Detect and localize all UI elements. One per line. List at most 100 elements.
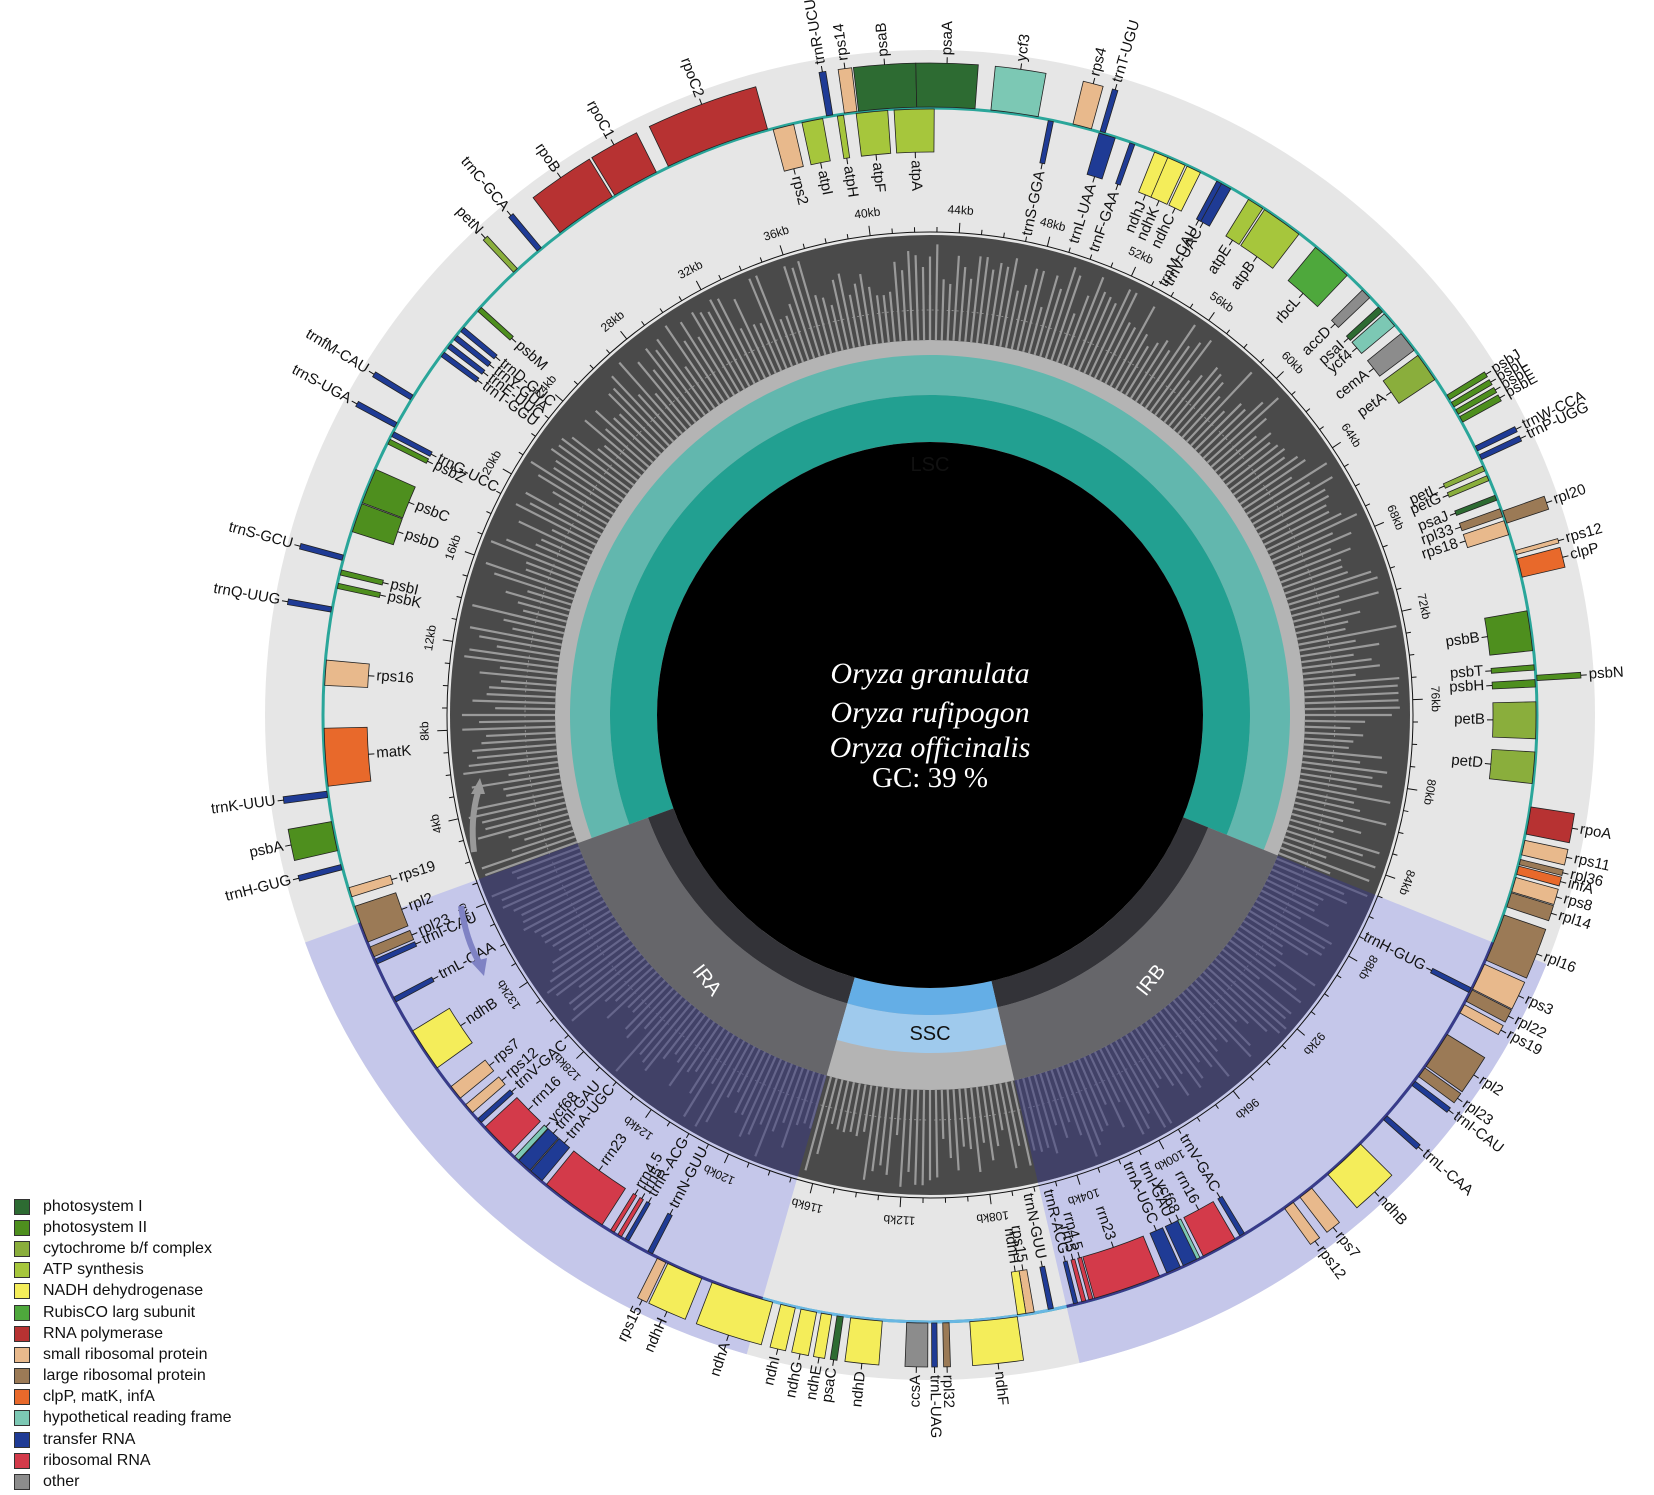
- gc-bar: [1298, 784, 1391, 804]
- gene-label: rps16: [376, 667, 415, 687]
- gene-leader: [1153, 1224, 1157, 1231]
- legend-label: ribosomal RNA: [43, 1451, 151, 1469]
- gc-bar: [1202, 401, 1264, 460]
- gene-label: rpl16: [1541, 948, 1578, 976]
- gc-bar: [1109, 306, 1156, 387]
- gc-bar: [525, 568, 578, 590]
- gene-block: [837, 67, 858, 114]
- scale-tick: [989, 1194, 992, 1205]
- gc-bar: [1177, 381, 1224, 435]
- gene-leader: [846, 158, 849, 165]
- scale-tick: [1355, 483, 1360, 487]
- scale-tick: [1046, 236, 1051, 247]
- scale-tick: [868, 225, 871, 236]
- gene-label: matK: [376, 742, 412, 761]
- gc-bar: [508, 818, 571, 839]
- gc-bar: [1088, 289, 1132, 377]
- gc-bar: [821, 297, 838, 353]
- gc-bar: [1292, 608, 1342, 623]
- scale-tick: [1319, 426, 1324, 430]
- ira-inner-band: [648, 808, 855, 1004]
- scale-tick: [1407, 788, 1418, 791]
- gc-bar: [733, 298, 772, 377]
- gene-leader: [875, 154, 878, 161]
- scale-tick: [1055, 1181, 1058, 1187]
- legend-item: ribosomal RNA: [14, 1450, 232, 1471]
- gene-leader: [1077, 1251, 1080, 1258]
- gene-block: [1099, 88, 1119, 134]
- gene-leader: [1330, 323, 1336, 329]
- gene-leader: [1351, 347, 1358, 353]
- scale-tick: [1336, 974, 1342, 979]
- scale-tick: [448, 818, 459, 822]
- gene-leader: [1484, 763, 1491, 765]
- gene-label: trnT-UGU: [1109, 18, 1144, 84]
- scale-tick: [1097, 1167, 1101, 1173]
- gene-leader: [860, 1363, 863, 1370]
- kb-label: 80kb: [1421, 778, 1439, 806]
- gene-block: [518, 1128, 559, 1171]
- gene-leader: [528, 1105, 534, 1110]
- gene-leader: [1021, 1264, 1024, 1271]
- legend-swatch: [14, 1346, 30, 1363]
- gc-bar: [517, 601, 569, 618]
- gc-bar: [779, 318, 799, 365]
- gc-bar: [952, 255, 960, 341]
- scale-tick: [544, 414, 550, 419]
- gc-bar: [853, 283, 867, 346]
- gene-block: [1062, 1260, 1079, 1305]
- gene-block: [508, 213, 542, 252]
- gene-block: [348, 874, 394, 898]
- legend-label: clpP, matK, infA: [43, 1388, 155, 1406]
- gc-bar: [683, 340, 726, 403]
- scale-tick: [1344, 463, 1349, 468]
- gc-bar: [485, 561, 576, 595]
- gene-leader: [495, 356, 501, 362]
- gc-bar: [1190, 410, 1226, 447]
- gene-block: [1418, 1067, 1462, 1104]
- gc-bar: [476, 789, 564, 811]
- scale-tick: [1324, 993, 1329, 997]
- gc-bar: [958, 266, 967, 342]
- arrow-up-icon: [469, 791, 481, 853]
- gene-block: [387, 438, 430, 464]
- legend-label: small ribosomal protein: [43, 1345, 208, 1363]
- gc-bar: [1246, 462, 1328, 515]
- gc-bar: [1149, 342, 1202, 413]
- gc-bar: [946, 283, 952, 341]
- scale-tick: [1260, 358, 1265, 364]
- scale-tick: [899, 1197, 902, 1208]
- gc-bar: [553, 466, 618, 511]
- ira-shading: [305, 843, 827, 1355]
- region-label-lsc: LSC: [911, 454, 950, 476]
- gc-bar: [1304, 706, 1400, 711]
- gene-block: [1115, 142, 1136, 186]
- gc-bar: [555, 459, 621, 506]
- gc-bar: [1295, 795, 1361, 813]
- gene-block: [1351, 313, 1396, 355]
- gene-leader: [552, 1128, 558, 1134]
- scale-tick: [1385, 874, 1396, 879]
- legend-label: RubisCO larg subunit: [43, 1303, 196, 1321]
- gc-bar: [618, 413, 662, 455]
- gc-bar: [981, 1086, 995, 1161]
- gc-bar: [476, 749, 557, 759]
- region-label-ssc: SSC: [909, 1023, 950, 1045]
- gene-block: [412, 1007, 473, 1069]
- gc-bar: [462, 725, 556, 731]
- gene-block: [1472, 963, 1526, 1010]
- scale-tick: [802, 243, 805, 249]
- scale-tick: [1368, 915, 1374, 919]
- gene-label: atpA: [908, 160, 926, 191]
- gene-leader: [430, 453, 437, 458]
- gc-bar: [1291, 591, 1379, 618]
- gene-label: psbH: [1449, 677, 1485, 696]
- gene-leader: [1013, 1265, 1016, 1272]
- legend-item: photosystem II: [14, 1217, 232, 1238]
- gene-leader: [1562, 872, 1569, 875]
- gene-label: ndhB: [1374, 1192, 1410, 1229]
- legend-label: NADH dehydrogenase: [43, 1282, 204, 1300]
- gene-block: [1039, 1265, 1054, 1310]
- scale-tick: [779, 245, 784, 256]
- gc-bar: [471, 772, 560, 789]
